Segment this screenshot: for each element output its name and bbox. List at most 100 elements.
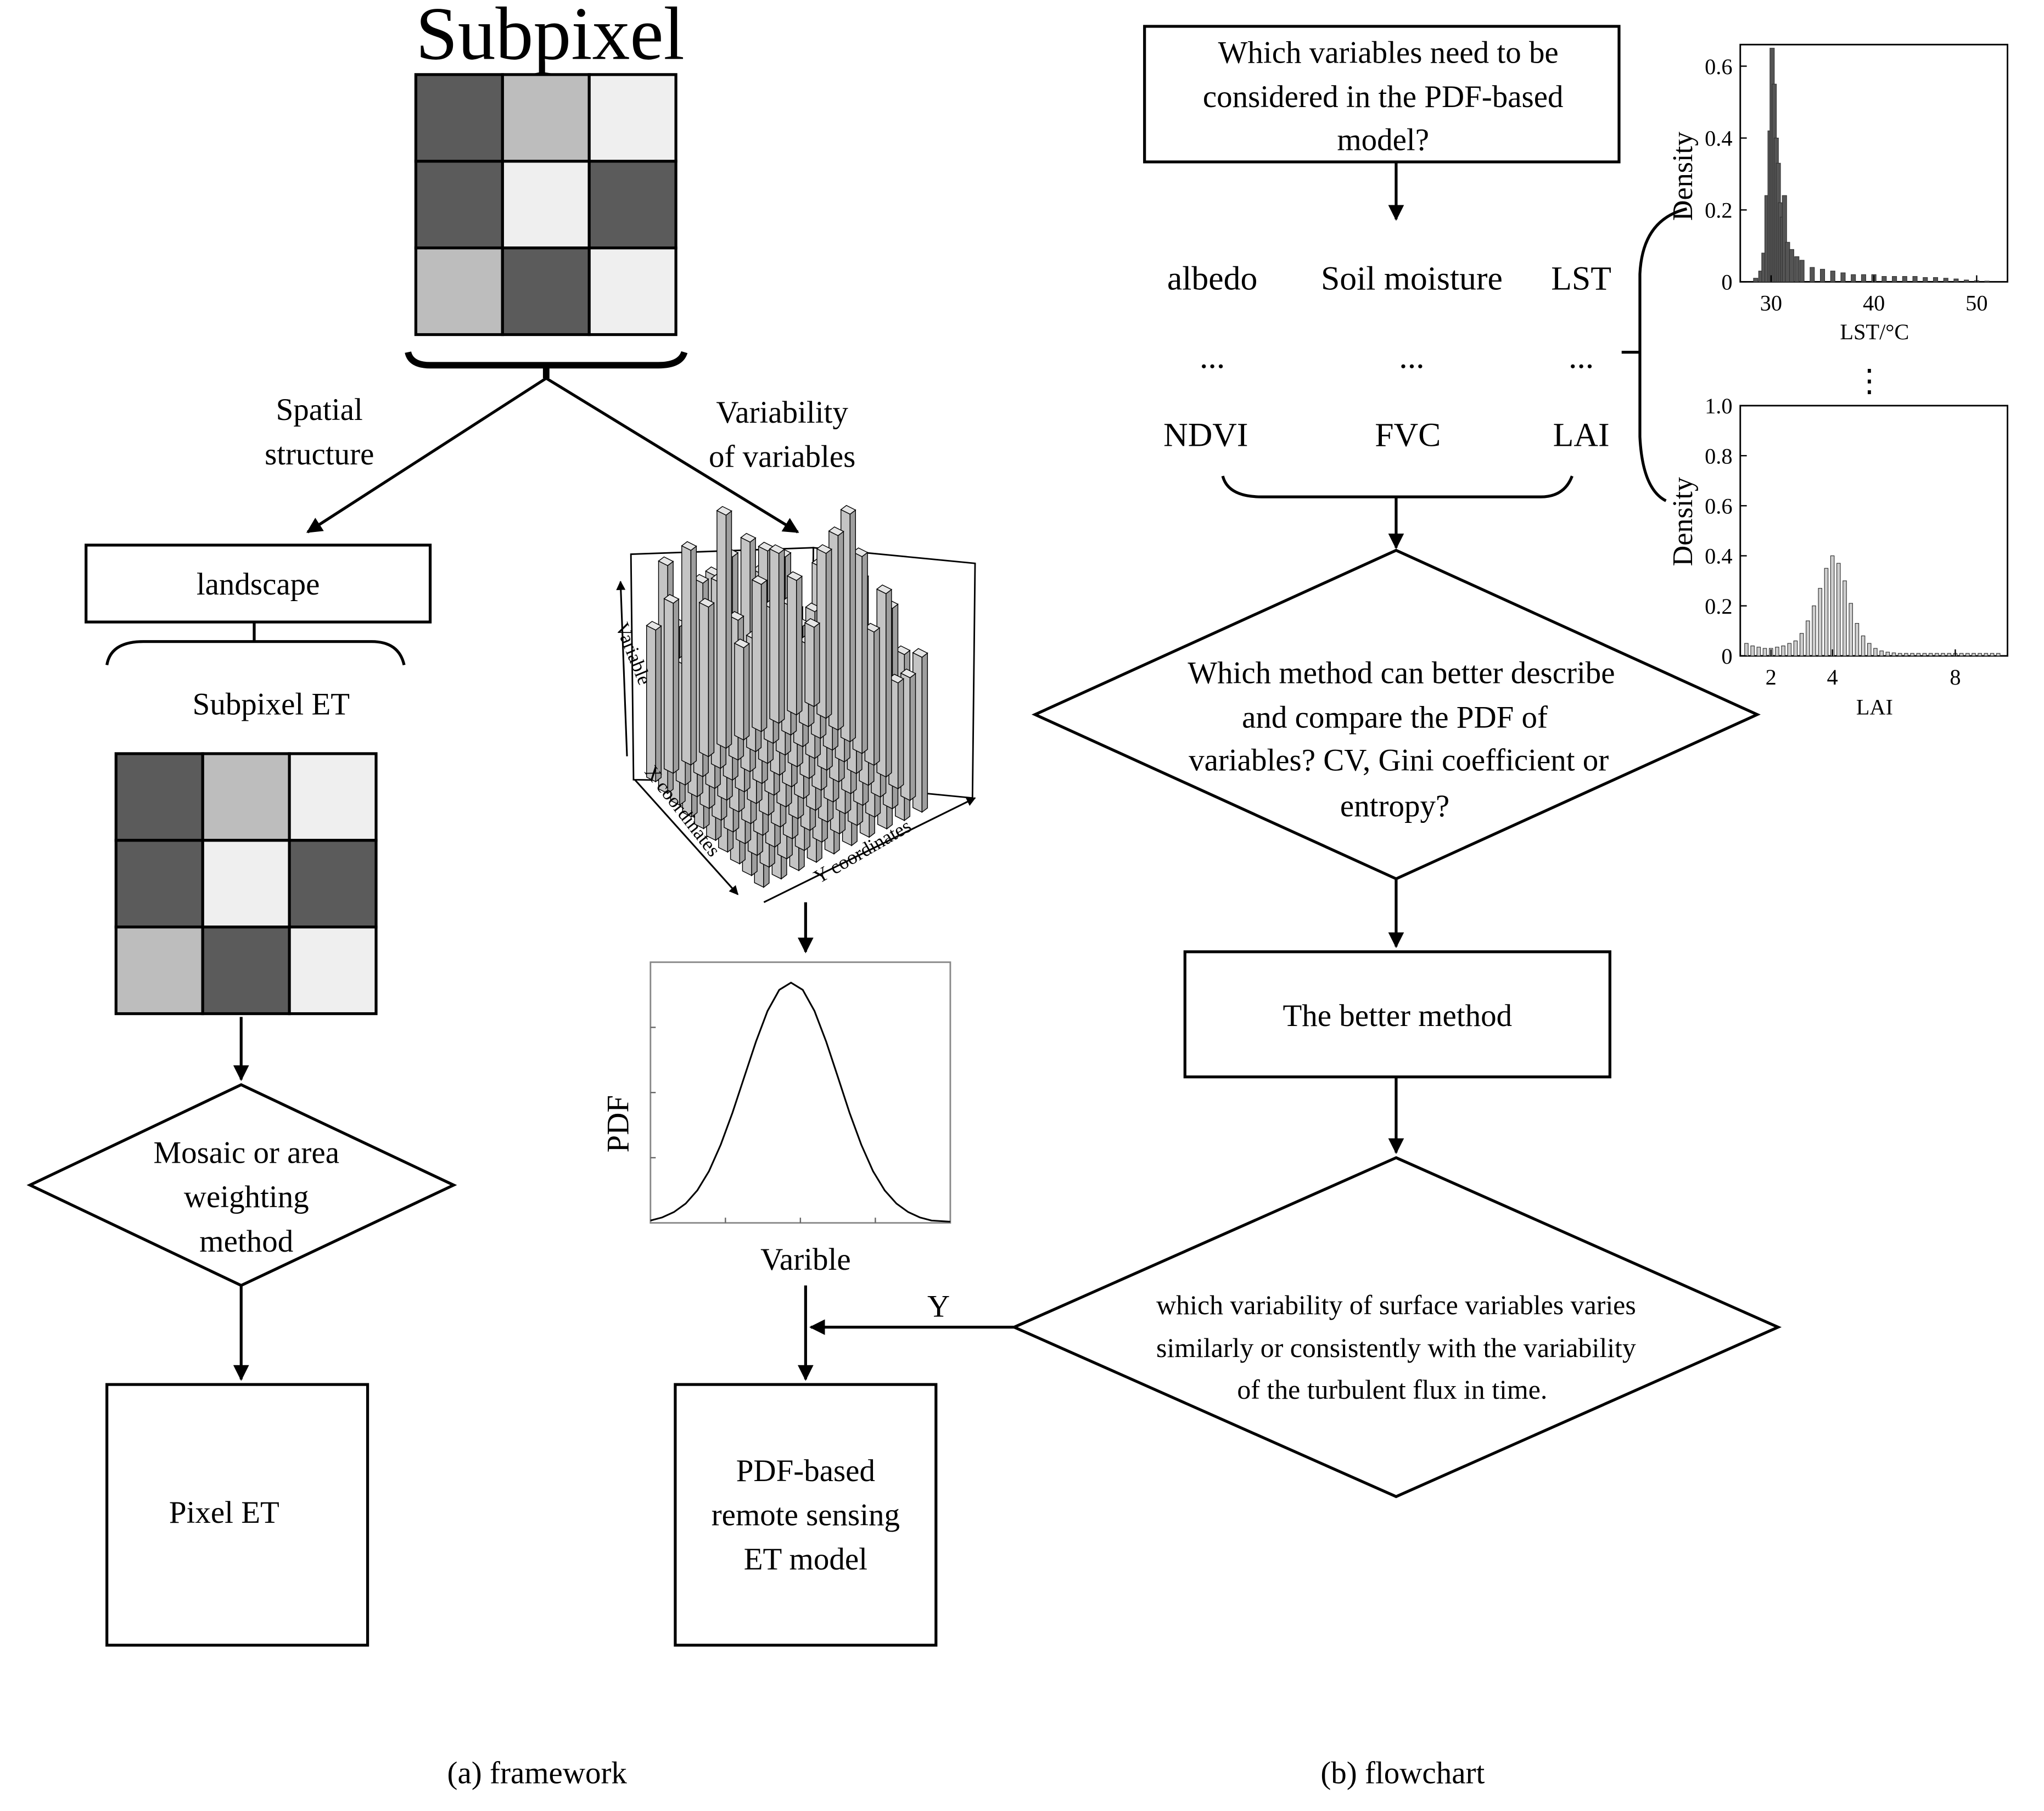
- x-tick-label: 4: [1827, 665, 1838, 689]
- bar3d-side: [909, 672, 916, 801]
- bar3d-top: [894, 645, 911, 655]
- bar3d-front: [664, 598, 674, 774]
- histogram-bar: [1818, 588, 1823, 657]
- vertical-ellipsis: ⋮: [1853, 364, 1885, 399]
- method-line-3: variables? CV, Gini coefficient or: [1189, 743, 1609, 778]
- grid-cell: [414, 160, 504, 250]
- variability-label-1: Variability: [716, 395, 848, 430]
- method-line-1: Which method can better describe: [1188, 656, 1615, 691]
- y-tick-label: 0.6: [1705, 494, 1732, 519]
- model-line-3: ET model: [744, 1542, 867, 1577]
- histogram-bar: [1996, 653, 2001, 657]
- subpixel-brace: [405, 351, 688, 369]
- spatial-label-1: Spatial: [276, 393, 363, 427]
- histogram-bar: [1806, 620, 1810, 657]
- y-tick-label: 0: [1721, 270, 1732, 295]
- histogram-bar: [1933, 277, 1939, 282]
- pdf-plot: [649, 961, 951, 1224]
- better-method-box: [1183, 950, 1611, 1079]
- arrow-to-landscape: [306, 377, 547, 534]
- grid-cell: [587, 246, 677, 337]
- plot-frame: [649, 961, 951, 1224]
- pixel-et-box: [105, 1383, 369, 1647]
- grid-cell: [201, 839, 291, 929]
- histogram-bar: [1775, 647, 1779, 657]
- method-line-4: entropy?: [1340, 789, 1449, 823]
- var-ellipsis-3: ...: [1569, 338, 1594, 375]
- lst-xlabel: LST/°C: [1840, 319, 1909, 344]
- bar3d-side: [760, 579, 768, 733]
- mosaic-line-2: weighting: [184, 1180, 309, 1214]
- y-tick-label: 0.2: [1705, 198, 1732, 223]
- grid-cell: [288, 839, 378, 929]
- histogram-bar: [1781, 645, 1785, 657]
- var-albedo: albedo: [1167, 260, 1258, 298]
- bar3d-side: [743, 642, 750, 741]
- arrow-to-variability: [545, 377, 799, 534]
- bar3d-top: [786, 571, 803, 581]
- histogram-bar: [1812, 605, 1816, 657]
- histogram-bar: [1787, 643, 1792, 657]
- bar3d-side: [849, 509, 856, 743]
- histogram-bar: [1756, 647, 1761, 657]
- histogram-bar: [1867, 643, 1872, 657]
- grid-cell: [114, 926, 204, 1016]
- model-line-1: PDF-based: [736, 1454, 875, 1488]
- bar3d-top: [900, 668, 916, 679]
- histogram-bar: [1851, 274, 1856, 282]
- bar3d-front: [699, 602, 709, 758]
- histogram-bar: [1947, 653, 1951, 657]
- bar3d-top: [840, 504, 856, 515]
- bar3d-front: [646, 625, 657, 783]
- var-ellipsis-1: ...: [1200, 338, 1225, 375]
- z-axis: [616, 580, 628, 756]
- mosaic-line-3: method: [199, 1224, 293, 1259]
- histogram-bar: [1923, 277, 1928, 282]
- histogram-bar: [1935, 653, 1939, 657]
- histogram-bar: [1879, 651, 1884, 657]
- histogram-bar: [1861, 635, 1866, 657]
- histogram-bar: [1897, 653, 1902, 657]
- bar3d-top: [693, 574, 709, 584]
- bar3d-top: [864, 623, 881, 633]
- var-fvc: FVC: [1375, 417, 1441, 454]
- histogram-bar: [1789, 249, 1794, 282]
- histogram-bar: [1990, 653, 1995, 657]
- histogram-bar: [1965, 653, 1970, 657]
- bar3d-top: [816, 544, 832, 554]
- grid-cell: [587, 160, 677, 250]
- bar3d-top: [681, 541, 697, 551]
- histogram-bar: [1855, 623, 1860, 657]
- histogram-bar: [1785, 242, 1790, 282]
- var-soil-moisture: Soil moisture: [1321, 260, 1503, 298]
- grid-cell: [201, 752, 291, 842]
- var-lai: LAI: [1553, 417, 1610, 454]
- y-tick-label: 0: [1721, 644, 1732, 669]
- bar3d-side: [861, 551, 868, 755]
- lai-xlabel: LAI: [1856, 695, 1893, 720]
- histogram-bar: [1964, 279, 1969, 282]
- bar3d-side: [796, 575, 803, 716]
- grid-cell: [288, 752, 378, 842]
- y-tick-label: 0.4: [1705, 544, 1732, 569]
- question-line-3: model?: [1337, 123, 1429, 158]
- histogram-bar: [1830, 555, 1835, 657]
- histogram-bar: [1849, 603, 1853, 657]
- landscape-box: [85, 543, 432, 624]
- bar3d-top: [658, 556, 674, 567]
- histogram-bar: [1750, 645, 1755, 657]
- better-method-label: The better method: [1283, 999, 1513, 1033]
- landscape-brace: [105, 640, 406, 666]
- x-axis: [634, 779, 739, 895]
- histogram-bar: [1873, 648, 1878, 657]
- x-tick-label: 2: [1766, 665, 1777, 689]
- bar3d-top: [751, 575, 768, 585]
- bar3d-side: [655, 625, 662, 783]
- var-ndvi: NDVI: [1163, 417, 1248, 454]
- y-tick-label: 1.0: [1705, 394, 1732, 418]
- y-axis: [763, 797, 976, 903]
- bar3d-side: [725, 510, 732, 749]
- grid-cell: [587, 73, 677, 163]
- grid-cell: [414, 73, 504, 163]
